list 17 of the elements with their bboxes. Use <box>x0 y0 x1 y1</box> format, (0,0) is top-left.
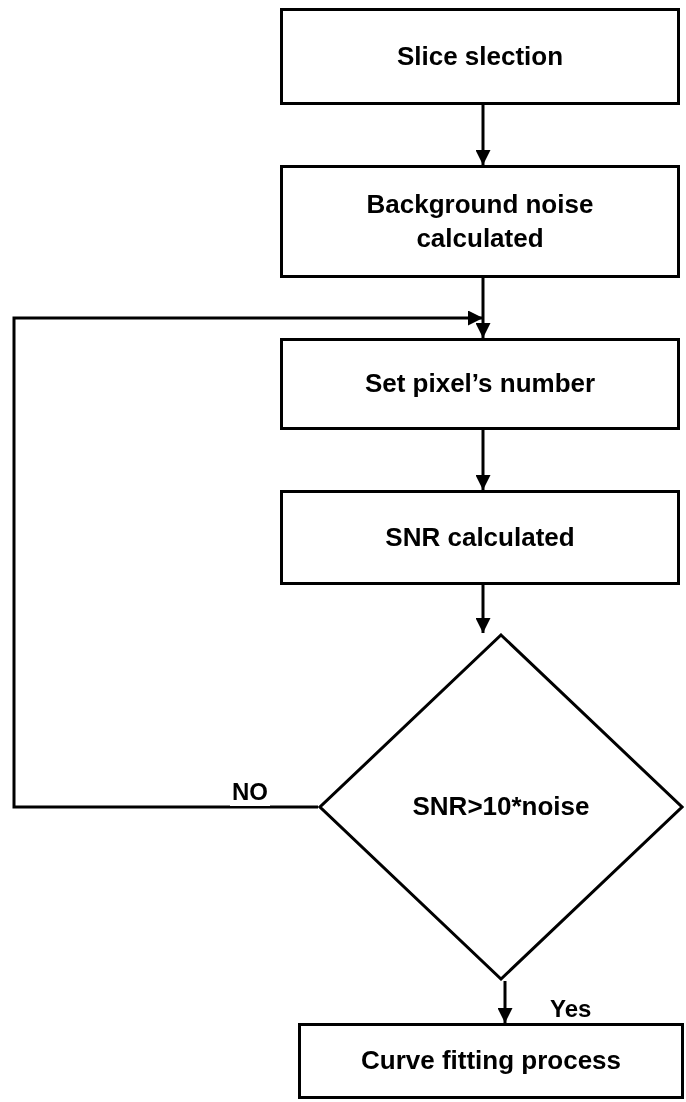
process-box <box>280 8 680 105</box>
process-box <box>280 165 680 278</box>
node-label: Curve fitting process <box>360 1044 622 1078</box>
node-label: Set pixel’s number <box>364 367 596 401</box>
arrow <box>475 105 491 165</box>
node-label: Slice slection <box>396 39 564 73</box>
node-label: Background noise calculated <box>365 187 595 255</box>
process-box <box>280 338 680 430</box>
decision-diamond <box>318 633 684 981</box>
process-box <box>280 490 680 585</box>
node-label: SNR>10*noise <box>412 790 590 824</box>
arrow <box>475 430 491 490</box>
arrow <box>475 278 491 338</box>
process-box <box>298 1023 684 1099</box>
arrow <box>475 585 491 633</box>
arrow <box>497 981 513 1023</box>
node-label: SNR calculated <box>385 520 575 554</box>
